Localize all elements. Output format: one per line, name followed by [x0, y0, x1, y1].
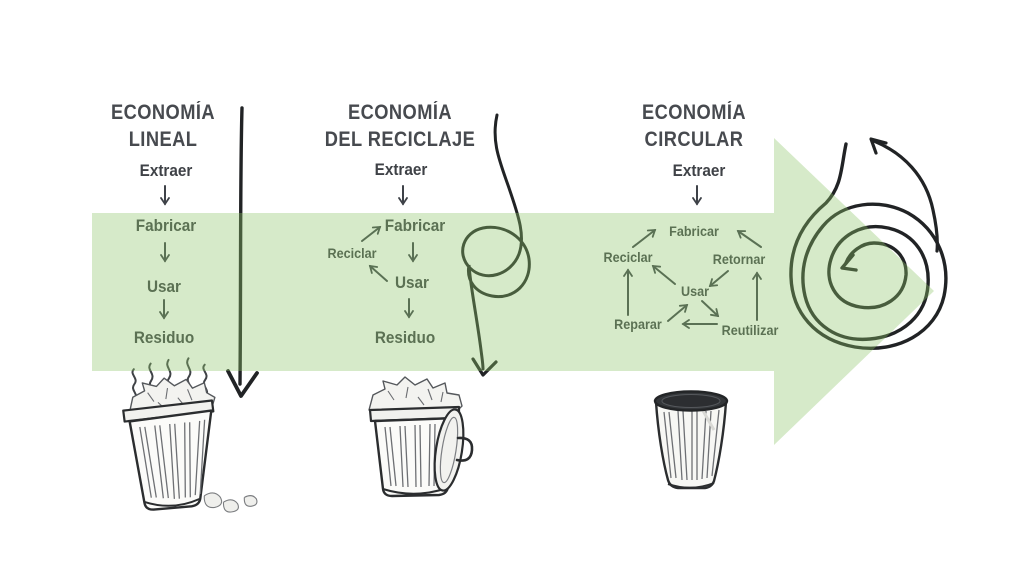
- panel-title-reciclaje-line1: ECONOMÍA: [348, 101, 452, 124]
- node-label-fabricar: Fabricar: [669, 223, 719, 239]
- can-body: [128, 409, 213, 511]
- node-label-extraer: Extraer: [672, 161, 726, 180]
- panel-title-lineal-line2: LINEAL: [128, 128, 198, 151]
- step-label-fabricar: Fabricar: [135, 216, 197, 235]
- tangled-line-arrow-icon: [461, 113, 531, 377]
- step-label-extraer: Extraer: [139, 161, 193, 180]
- can-lid-icon: [433, 408, 474, 492]
- debris-scribbles: [203, 492, 258, 513]
- trash-can-full-lid-icon: [368, 376, 474, 498]
- trash-can-empty-icon: [653, 390, 729, 490]
- panel-title-reciclaje-line2: DEL RECICLAJE: [324, 128, 476, 151]
- step-label-usar: Usar: [146, 277, 182, 296]
- node-label-retornar: Retornar: [712, 251, 766, 267]
- can-rim: [122, 399, 215, 423]
- step-label-residuo: Residuo: [374, 328, 436, 347]
- node-label-reutilizar: Reutilizar: [721, 322, 779, 338]
- recycling-flow-arrows-icon: [361, 185, 418, 319]
- can-body: [654, 400, 728, 490]
- panel-title-lineal-line1: ECONOMÍA: [111, 101, 215, 124]
- panel-title-circular-line1: ECONOMÍA: [642, 101, 746, 124]
- garbage-pile: [368, 376, 463, 412]
- node-label-usar: Usar: [680, 283, 710, 299]
- node-label-reparar: Reparar: [614, 316, 662, 332]
- loop-label-reciclar: Reciclar: [327, 245, 377, 261]
- step-label-residuo: Residuo: [133, 328, 195, 347]
- step-label-usar: Usar: [394, 273, 430, 292]
- can-ribs: [139, 419, 206, 499]
- node-label-reciclar: Reciclar: [603, 249, 653, 265]
- step-label-extraer: Extraer: [374, 160, 428, 179]
- spiral-arrow-icon: [789, 137, 948, 350]
- can-ribs: [663, 409, 720, 481]
- straight-line-arrow-icon: [226, 106, 259, 398]
- step-label-fabricar: Fabricar: [384, 216, 446, 235]
- panel-title-circular-line2: CIRCULAR: [644, 128, 744, 151]
- circular-flow-arrows-icon: [623, 185, 762, 329]
- linear-flow-arrows-icon: [159, 185, 170, 320]
- trash-can-overflowing-icon: [122, 357, 258, 513]
